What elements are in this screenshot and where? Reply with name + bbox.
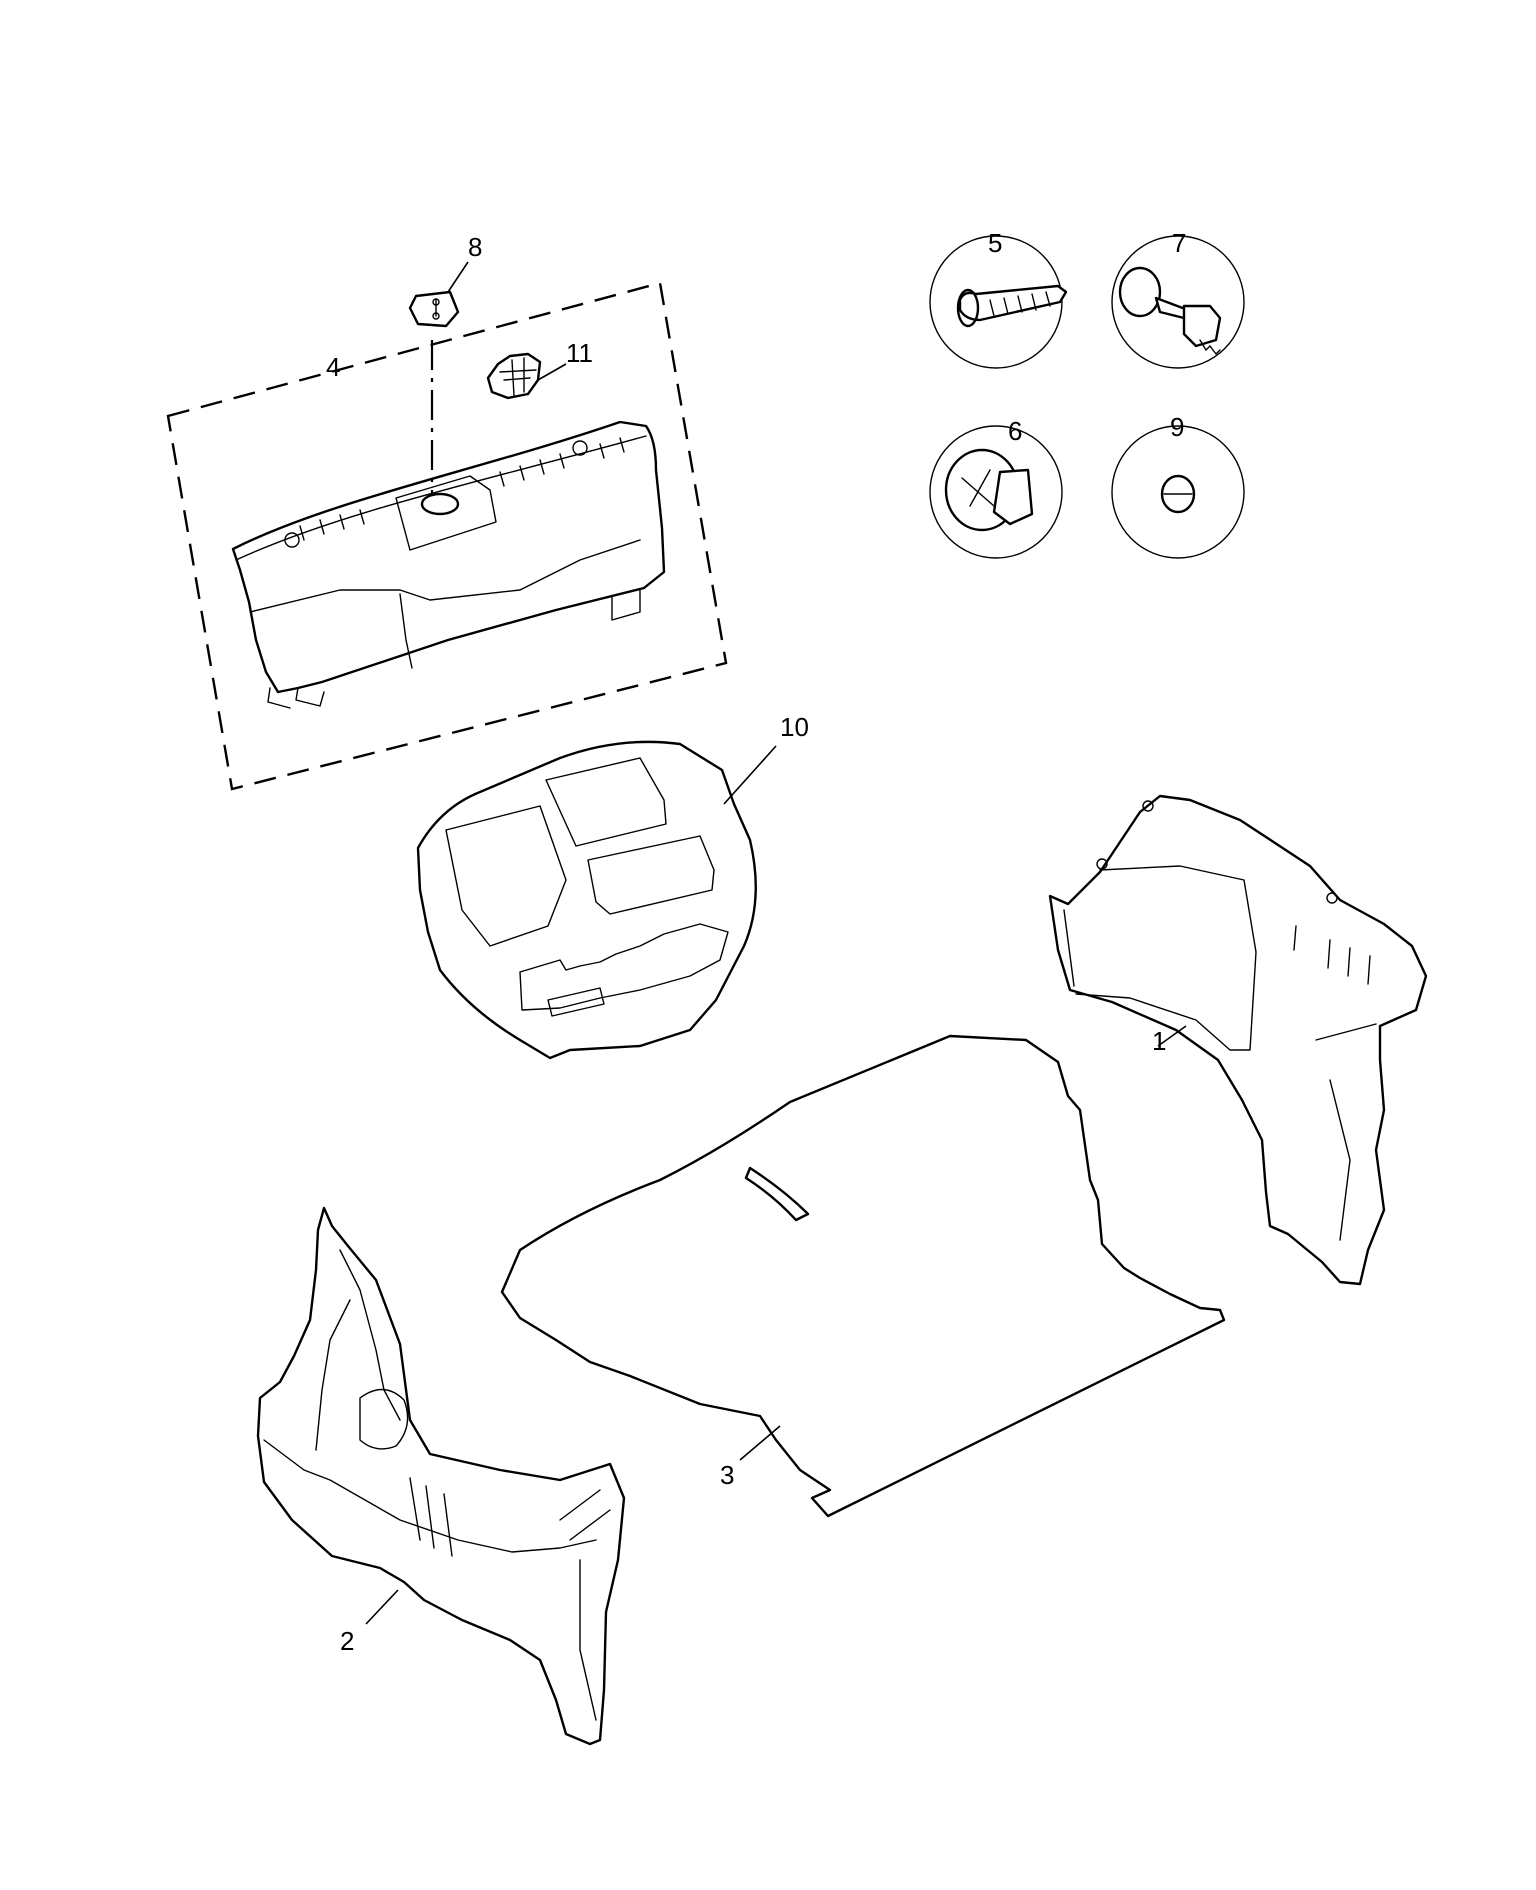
rear-trim-panel[interactable] <box>231 420 666 694</box>
clip-11-group <box>486 352 567 400</box>
tray-middle-pocket <box>587 835 715 915</box>
trim-top-edge <box>235 435 647 561</box>
fastener-5-group <box>929 235 1068 369</box>
tray-upper-left-pocket <box>445 805 567 947</box>
callout-6: 6 <box>1008 416 1022 446</box>
fastener-6-group <box>929 425 1063 559</box>
clip-8-group <box>408 261 469 494</box>
leader-11 <box>537 363 567 381</box>
side-trim-2-group <box>256 1206 626 1746</box>
clip-nut-6-cross <box>961 469 995 507</box>
screw-5-thread <box>989 291 1051 317</box>
plug-9[interactable] <box>1160 474 1196 514</box>
side-trim-2-upper-channel <box>315 1249 401 1451</box>
callout-4: 4 <box>326 352 340 382</box>
callout-10: 10 <box>780 712 809 742</box>
tray-tool-slots <box>519 923 729 1011</box>
callout-1: 1 <box>1152 1026 1166 1056</box>
floor-mat-3-group <box>500 1034 1226 1518</box>
side-trim-1-ribs <box>1293 925 1371 985</box>
assembly-4-group <box>166 281 728 791</box>
screw-5-head <box>956 288 980 328</box>
screw-5[interactable] <box>958 284 1068 322</box>
leader-10 <box>723 745 777 805</box>
trim-latch-bracket <box>395 475 497 551</box>
callout-7: 7 <box>1172 228 1186 258</box>
foam-tray[interactable] <box>416 740 757 1060</box>
trim-ribs <box>299 437 625 541</box>
side-trim-2-ribs <box>409 1477 611 1557</box>
trim-feet <box>267 589 641 709</box>
trim-center-recess <box>399 593 413 669</box>
callout-3: 3 <box>720 1460 734 1490</box>
push-pin-7-legs <box>1199 339 1221 355</box>
callout-11: 11 <box>566 338 593 368</box>
trim-hole-right <box>572 440 588 456</box>
callout-8: 8 <box>468 232 482 262</box>
tray-jack-slot <box>547 987 605 1017</box>
side-trim-1-hole-b <box>1096 858 1108 870</box>
push-pin-7-body <box>1182 304 1222 348</box>
tray-10-group <box>416 740 777 1060</box>
side-trim-2-lower-face <box>263 1439 597 1553</box>
clip-11[interactable] <box>486 352 542 400</box>
floor-mat-cutout <box>744 1166 810 1222</box>
right-side-trim[interactable] <box>1048 794 1428 1286</box>
side-trim-1-hole-c <box>1326 892 1338 904</box>
side-trim-1-group <box>1048 794 1428 1286</box>
clip-8-dot-top <box>432 298 440 306</box>
leader-3 <box>739 1425 781 1461</box>
trim-hole-left <box>284 532 300 548</box>
side-trim-2-front-edge <box>579 1559 597 1721</box>
callout-9: 9 <box>1170 412 1184 442</box>
trim-bottom-ridge <box>249 539 641 613</box>
clip-8-dot-bottom <box>432 312 440 320</box>
clip-11-legs <box>499 357 537 397</box>
clip-8[interactable] <box>408 290 460 328</box>
leader-2 <box>365 1589 399 1625</box>
left-side-trim[interactable] <box>256 1206 626 1746</box>
trim-latch-hole <box>420 492 460 516</box>
side-trim-1-hole-a <box>1142 800 1154 812</box>
floor-mat[interactable] <box>500 1034 1226 1518</box>
side-trim-2-hole <box>359 1388 409 1450</box>
tray-upper-right-pocket <box>545 757 667 847</box>
callout-2: 2 <box>340 1626 354 1656</box>
fastener-7-group <box>1111 235 1245 369</box>
fastener-9-group <box>1111 425 1245 559</box>
assembly-4-dashed-outline <box>166 281 728 791</box>
fastener-9-circle <box>1111 425 1245 559</box>
side-trim-1-inner-edge <box>1063 909 1377 1241</box>
callout-5: 5 <box>988 228 1002 258</box>
side-trim-1-pocket <box>1075 865 1257 1051</box>
clip-nut-6-body <box>992 468 1034 526</box>
leader-8 <box>447 261 469 293</box>
leader-1 <box>1157 1025 1187 1047</box>
push-pin-7-head[interactable] <box>1118 266 1162 318</box>
